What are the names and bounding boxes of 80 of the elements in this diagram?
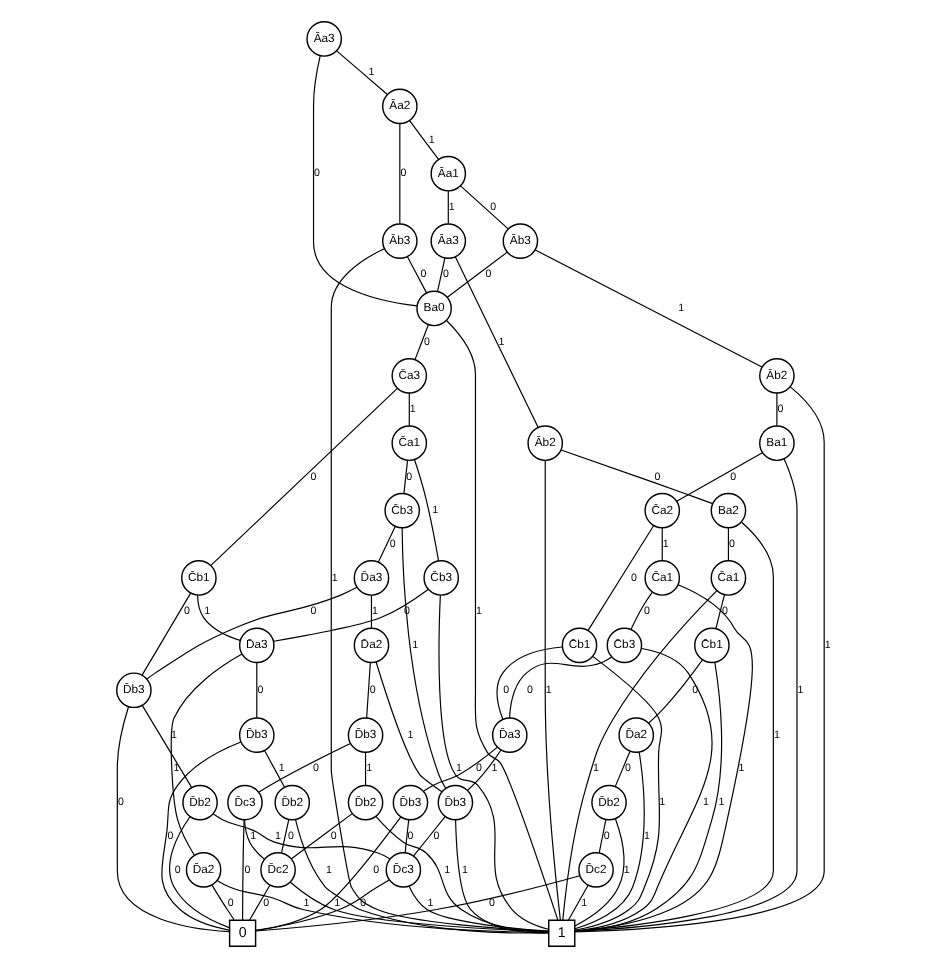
connector [574, 386, 825, 933]
connector [567, 884, 589, 921]
connector [446, 320, 559, 921]
connector [574, 655, 663, 931]
connector [336, 50, 388, 95]
connector [614, 750, 631, 787]
connector [630, 591, 653, 630]
connector [375, 661, 443, 793]
connector [330, 248, 550, 932]
connector [455, 819, 550, 934]
connector [413, 816, 446, 857]
connector [446, 251, 508, 298]
connector [212, 813, 391, 860]
connector [562, 590, 718, 921]
connector [447, 190, 449, 225]
connector [116, 706, 230, 933]
connector [508, 656, 613, 719]
connector [560, 449, 714, 505]
connector [438, 594, 550, 930]
connector [661, 527, 663, 562]
connector [216, 880, 550, 933]
connector [281, 818, 290, 854]
connector [375, 815, 550, 933]
connector [256, 662, 258, 719]
connector [404, 819, 410, 854]
connector [243, 819, 266, 860]
connector [574, 818, 625, 927]
connector [574, 751, 645, 930]
connector [574, 458, 798, 933]
connector [255, 875, 581, 932]
connector [437, 257, 446, 292]
connector [574, 521, 774, 932]
connector [403, 459, 409, 495]
connector [264, 750, 285, 788]
connector [312, 55, 418, 307]
connector [413, 459, 440, 562]
connector [401, 527, 447, 789]
connector [587, 525, 654, 631]
connector [776, 392, 778, 427]
connector [459, 185, 509, 230]
connector [544, 459, 561, 921]
connector [196, 594, 241, 641]
connector [289, 881, 550, 933]
connector [161, 741, 242, 931]
connector [727, 527, 729, 562]
connector [676, 452, 763, 502]
connector [466, 749, 502, 791]
connector [290, 813, 353, 860]
connector [377, 525, 396, 563]
connector [648, 659, 703, 724]
connector [170, 653, 243, 856]
connector [409, 120, 440, 160]
connector [574, 584, 753, 932]
connector [364, 751, 367, 786]
connector [258, 742, 351, 793]
connector [366, 662, 371, 719]
connector [399, 123, 401, 225]
connector [715, 594, 725, 630]
connector [146, 586, 358, 680]
connector [454, 256, 539, 428]
connector [169, 816, 230, 929]
connector [370, 594, 373, 629]
connector [273, 588, 429, 642]
connector [249, 884, 271, 921]
connector [242, 819, 245, 921]
connector [211, 884, 235, 921]
connector [255, 879, 390, 931]
connector [406, 256, 428, 294]
connector [141, 592, 192, 676]
connector [408, 392, 410, 427]
connector [423, 746, 499, 792]
connector [414, 324, 429, 361]
connector [496, 646, 563, 720]
connector [534, 249, 763, 368]
connector [141, 704, 193, 789]
connector [255, 816, 402, 932]
connector [408, 885, 550, 932]
connector [598, 818, 607, 854]
connector [294, 819, 550, 934]
connector [210, 387, 398, 566]
